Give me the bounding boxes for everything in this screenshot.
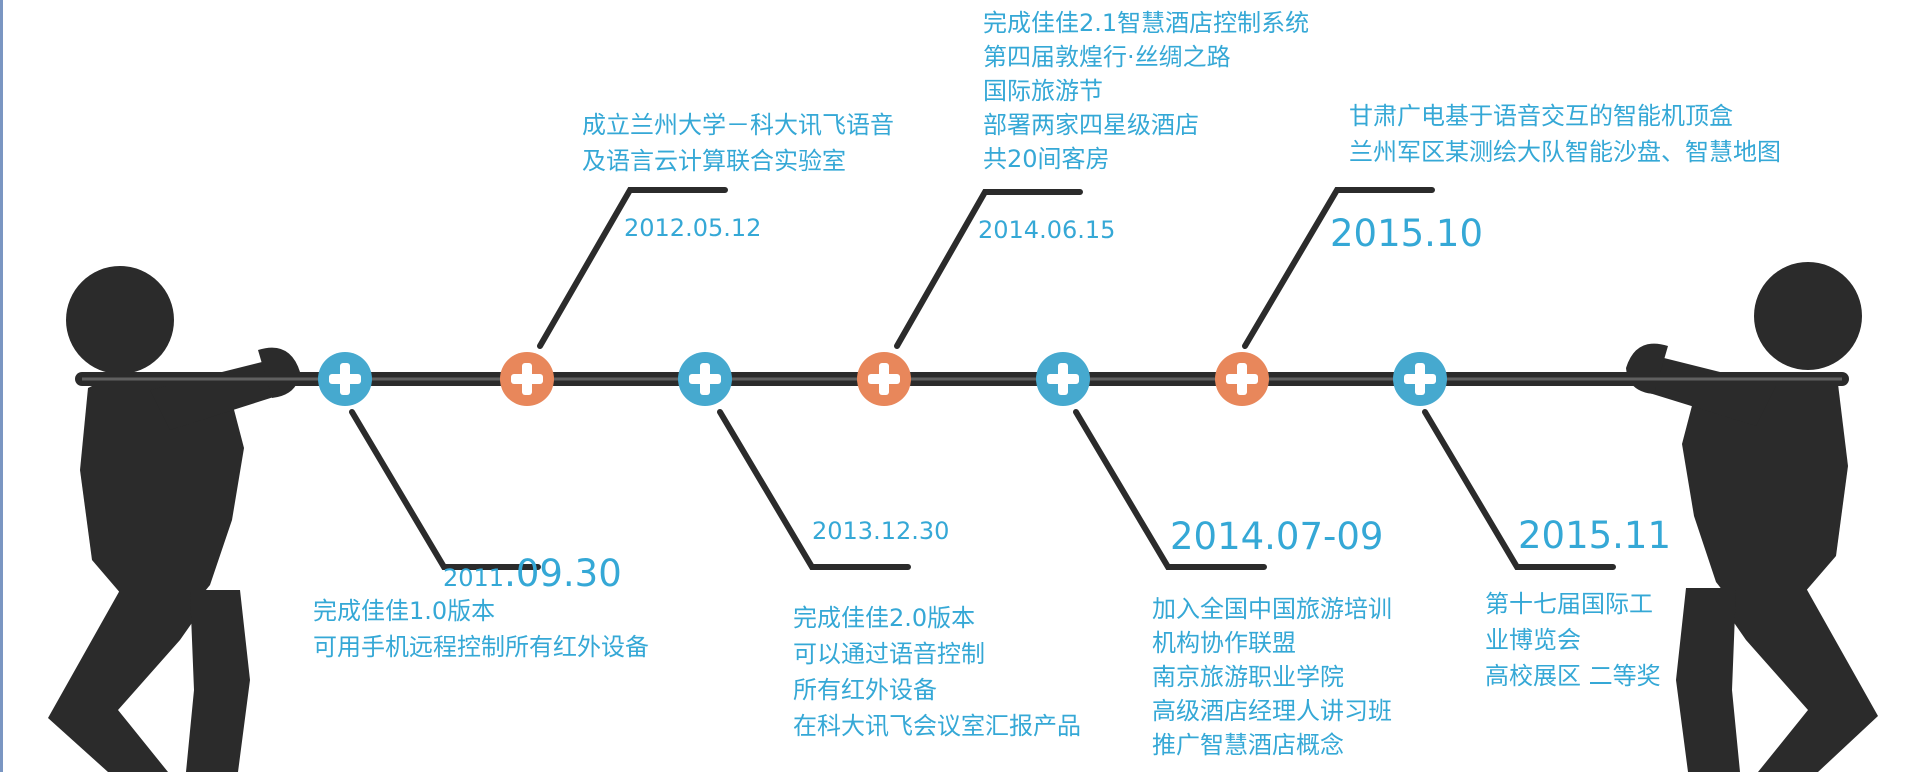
event-2011-desc: 完成佳佳1.0版本 可用手机远程控制所有红外设备 <box>313 597 649 661</box>
connector-2015-11 <box>1422 409 1616 570</box>
plus-vertical-bar <box>522 363 532 395</box>
event-2015-10-date: 2015.10 <box>1330 212 1484 255</box>
connector-2012 <box>537 187 728 349</box>
right-figure-head <box>1754 262 1862 370</box>
event-2011-date-rest: .09.30 <box>504 552 622 595</box>
connector-2014-06 <box>894 189 1083 349</box>
plus-vertical-bar <box>1058 363 1068 395</box>
left-puller-figure <box>48 266 300 772</box>
right-figure-legs <box>1710 588 1878 772</box>
plus-vertical-bar <box>340 363 350 395</box>
upper-connectors <box>537 187 1435 349</box>
timeline-node-2-plus-circle-icon <box>500 352 554 406</box>
left-figure-legs <box>48 590 215 772</box>
plus-vertical-bar <box>879 363 889 395</box>
connector-2011 <box>349 409 541 570</box>
event-2012-date: 2012.05.12 <box>624 214 762 242</box>
timeline-node-7-plus-circle-icon <box>1393 352 1447 406</box>
left-figure-head <box>66 266 174 374</box>
event-2014-06-desc: 完成佳佳2.1智慧酒店控制系统 第四届敦煌行·丝绸之路 国际旅游节 部署两家四星… <box>983 9 1310 173</box>
plus-vertical-bar <box>1415 363 1425 395</box>
lower-connectors <box>349 409 1616 570</box>
connector-2015-10 <box>1242 187 1435 349</box>
right-figure-torso <box>1682 374 1848 600</box>
event-2011-date-prefix: 2011 <box>443 564 505 592</box>
event-2014-06-date: 2014.06.15 <box>978 216 1116 244</box>
event-2015-11-desc: 第十七届国际工 业博览会 高校展区 二等奖 <box>1485 590 1661 690</box>
timeline-node-4-plus-circle-icon <box>857 352 911 406</box>
event-2013-date: 2013.12.30 <box>812 517 950 545</box>
timeline-node-6-plus-circle-icon <box>1215 352 1269 406</box>
event-2014-07-desc: 加入全国中国旅游培训 机构协作联盟 南京旅游职业学院 高级酒店经理人讲习班 推广… <box>1152 595 1392 759</box>
connector-2014-07 <box>1073 409 1267 570</box>
event-2012-desc: 成立兰州大学－科大讯飞语音 及语言云计算联合实验室 <box>582 111 894 175</box>
right-figure-back-leg <box>1676 588 1740 772</box>
left-figure-back-leg <box>186 590 250 772</box>
event-2014-07-date: 2014.07-09 <box>1170 515 1384 558</box>
left-figure-torso <box>80 378 244 602</box>
timeline-node-1-plus-circle-icon <box>318 352 372 406</box>
connector-2013 <box>717 409 911 570</box>
event-2013-desc: 完成佳佳2.0版本 可以通过语音控制 所有红外设备 在科大讯飞会议室汇报产品 <box>793 604 1081 740</box>
event-2015-11-date: 2015.11 <box>1518 514 1672 557</box>
plus-vertical-bar <box>1237 363 1247 395</box>
event-2015-10-desc: 甘肃广电基于语音交互的智能机顶盒 兰州军区某测绘大队智能沙盘、智慧地图 <box>1349 102 1781 166</box>
event-2011-date: 2011.09.30 <box>443 517 622 596</box>
plus-vertical-bar <box>700 363 710 395</box>
timeline-nodes <box>318 352 1447 406</box>
timeline-node-5-plus-circle-icon <box>1036 352 1090 406</box>
timeline-node-3-plus-circle-icon <box>678 352 732 406</box>
